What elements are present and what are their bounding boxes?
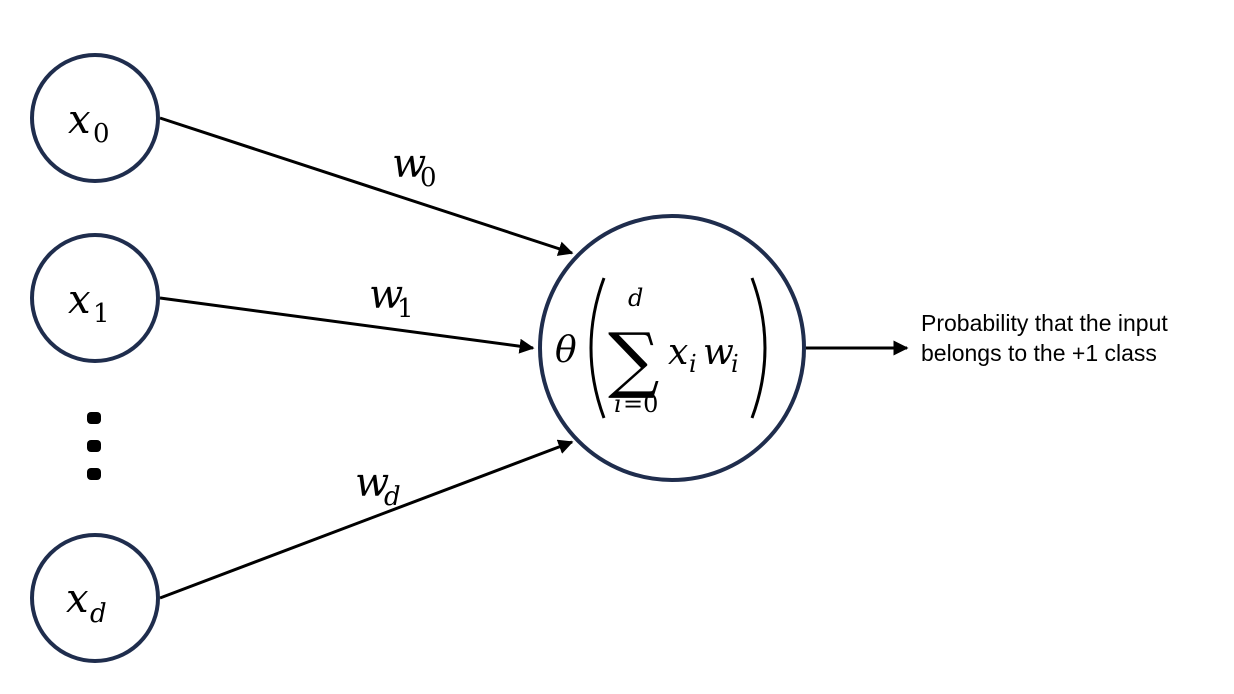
output-label: Probability that the input belongs to th… bbox=[921, 308, 1231, 368]
edge-x0-to-neuron bbox=[159, 116, 574, 256]
weight-sub-wd: d bbox=[384, 482, 401, 512]
input-sub-x0: 0 bbox=[93, 119, 110, 149]
sum-lower-rest: =0 bbox=[623, 390, 658, 418]
term-x: x bbox=[668, 332, 688, 373]
edge-x1-to-neuron bbox=[159, 296, 535, 354]
right-paren bbox=[750, 277, 767, 419]
weight-var-w1: w bbox=[369, 272, 403, 318]
input-node-xd: x d bbox=[30, 533, 160, 663]
vertical-ellipsis-icon bbox=[87, 412, 101, 480]
weight-sub-w0: 0 bbox=[420, 163, 437, 193]
term-w-sub: i bbox=[731, 350, 739, 378]
neuron-node: θ d ∑ i =0 x i w i bbox=[538, 214, 806, 482]
weight-label-w0: w 0 bbox=[392, 141, 437, 193]
output-label-line2: belongs to the +1 class bbox=[921, 340, 1157, 366]
weight-label-wd: w d bbox=[355, 460, 401, 512]
weight-sub-w1: 1 bbox=[397, 294, 414, 324]
weight-label-w1: w 1 bbox=[369, 272, 414, 324]
left-paren bbox=[589, 277, 606, 419]
edge-xd-to-neuron bbox=[159, 439, 574, 600]
input-node-x0: x 0 bbox=[30, 53, 160, 183]
sum-upper-bound: d bbox=[628, 284, 643, 312]
input-var-x1: x bbox=[68, 277, 91, 323]
activation-theta: θ bbox=[555, 330, 577, 371]
weight-var-w0: w bbox=[392, 141, 426, 187]
input-sub-x1: 1 bbox=[93, 299, 110, 329]
sum-lower-var: i bbox=[614, 390, 622, 418]
weight-var-wd: w bbox=[355, 460, 389, 506]
input-sub-xd: d bbox=[90, 599, 107, 629]
term-w: w bbox=[703, 332, 734, 373]
output-label-line1: Probability that the input bbox=[921, 310, 1168, 336]
input-var-xd: x bbox=[66, 576, 89, 622]
term-x-sub: i bbox=[689, 350, 697, 378]
input-node-x1: x 1 bbox=[30, 233, 160, 363]
input-var-x0: x bbox=[68, 97, 91, 143]
sigma-icon: ∑ bbox=[608, 317, 659, 401]
